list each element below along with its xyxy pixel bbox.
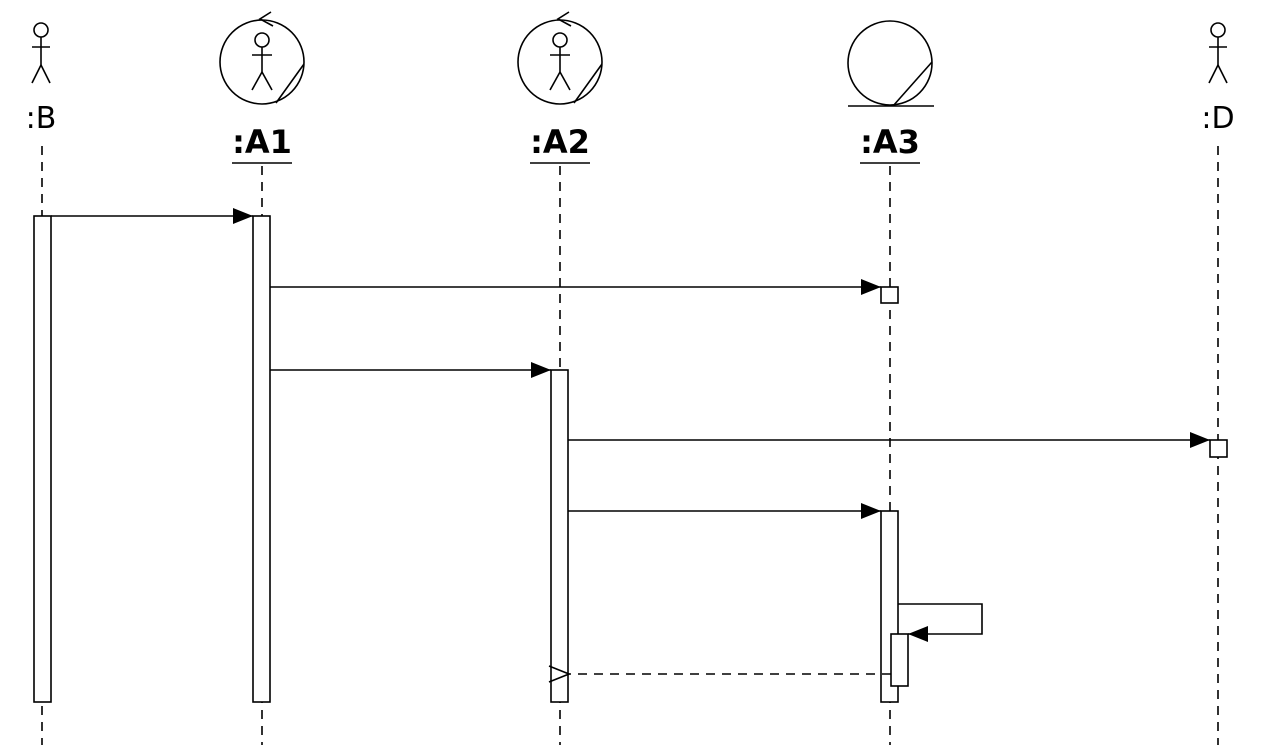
- participant-b: :B: [26, 22, 57, 136]
- participant-label-d: :D: [1201, 101, 1234, 136]
- actor-icon: [31, 22, 51, 84]
- participant-a3: :A3: [847, 20, 934, 164]
- control-icon: [517, 11, 603, 105]
- activation-bar-b: [33, 215, 52, 703]
- self-message-a3: [898, 603, 983, 642]
- activation-bar-a2: [550, 369, 569, 703]
- participant-a2: :A2: [517, 11, 603, 164]
- activation-stub-d: [1209, 439, 1228, 458]
- participant-label-b: :B: [26, 101, 57, 136]
- participant-a1: :A1: [219, 11, 305, 164]
- participant-d: :D: [1201, 22, 1235, 136]
- participant-label-a3: :A3: [860, 123, 920, 161]
- activation-bar-a1: [252, 215, 271, 703]
- participant-label-a1: :A1: [232, 123, 292, 161]
- control-icon: [219, 11, 305, 105]
- participant-label-a2: :A2: [530, 123, 590, 161]
- entity-icon: [847, 20, 934, 107]
- activation-stub-a3: [880, 286, 899, 304]
- actor-icon: [1208, 22, 1228, 84]
- activation-bar-a3-nested: [890, 633, 909, 687]
